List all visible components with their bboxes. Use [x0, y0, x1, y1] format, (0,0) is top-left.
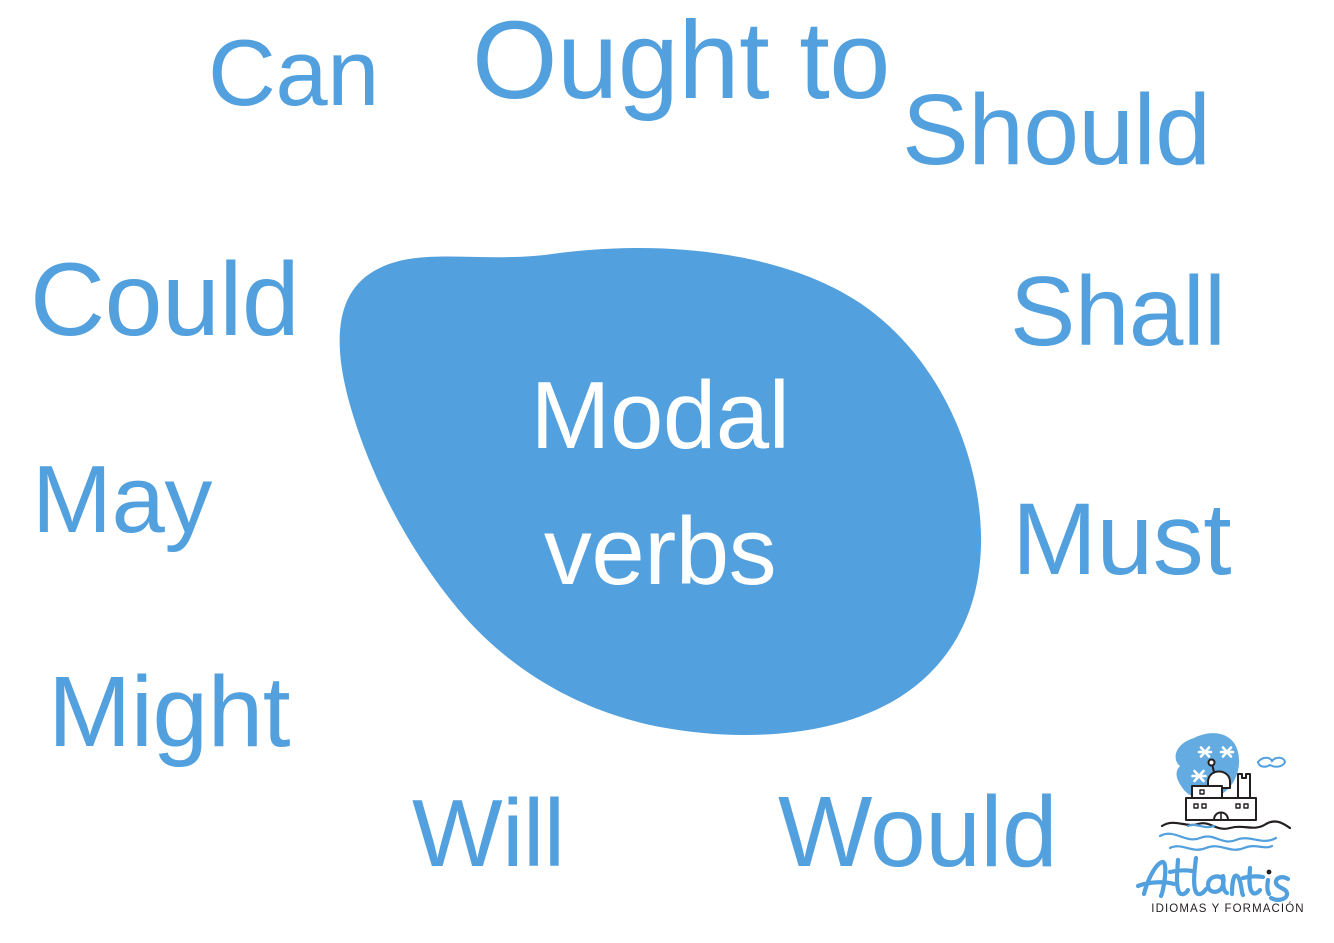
castle-island-icon	[1158, 733, 1292, 851]
word-ought-to: Ought to	[472, 0, 890, 122]
dome	[1207, 770, 1231, 789]
center-blob-shape	[330, 245, 990, 740]
blob-path	[339, 248, 982, 736]
atlantis-wordmark	[1135, 855, 1291, 902]
word-must: Must	[1012, 482, 1232, 596]
word-should: Should	[902, 74, 1211, 186]
waves	[1158, 823, 1278, 851]
word-shall: Shall	[1010, 256, 1226, 366]
word-will: Will	[412, 780, 565, 887]
atlantis-logo: IDIOMAS Y FORMACIÓN	[1130, 728, 1326, 928]
word-may: May	[32, 446, 212, 553]
word-would: Would	[778, 776, 1058, 888]
tower	[1237, 773, 1251, 799]
word-can: Can	[208, 20, 379, 125]
word-might: Might	[48, 656, 291, 768]
logo-tagline: IDIOMAS Y FORMACIÓN	[1151, 903, 1305, 915]
shoreline	[1160, 820, 1292, 830]
bird-icon	[1256, 756, 1287, 768]
stars	[1191, 746, 1235, 783]
word-could: Could	[30, 242, 300, 358]
